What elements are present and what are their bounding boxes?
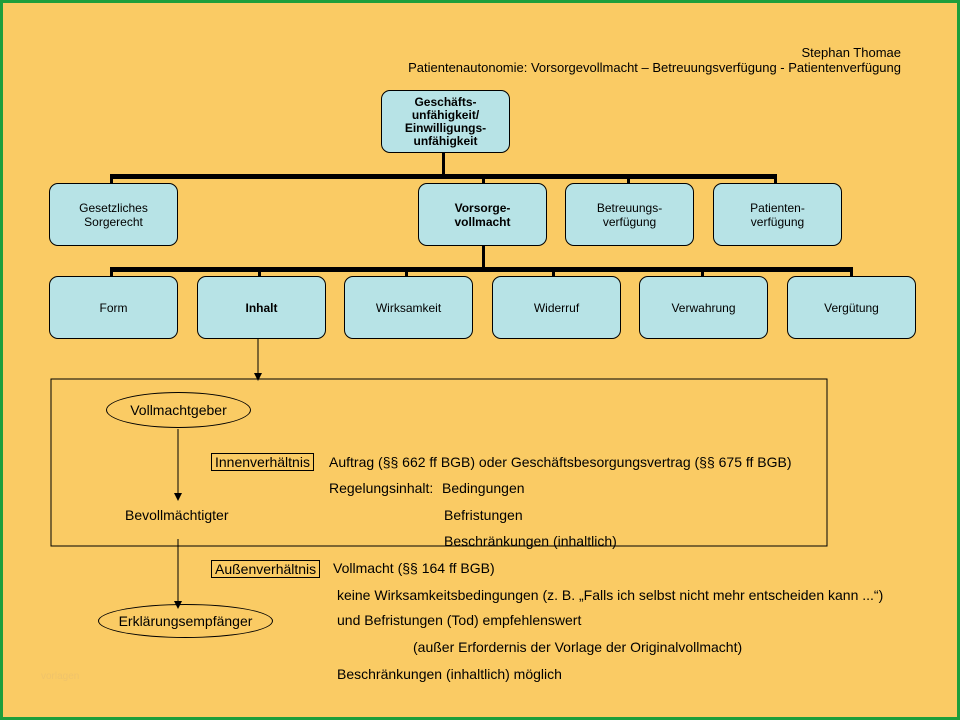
aussen-line-befristungen: und Befristungen (Tod) empfehlenswert bbox=[337, 612, 582, 628]
connector-verwahrung bbox=[701, 270, 704, 276]
slide-header: Stephan Thomae Patientenautonomie: Vorso… bbox=[408, 45, 901, 75]
watermark: vorlagen bbox=[41, 671, 80, 682]
connector-form bbox=[110, 270, 113, 276]
connector-vorsorge-down bbox=[482, 246, 485, 270]
node-wirksamkeit: Wirksamkeit bbox=[344, 276, 473, 339]
innen-item-befristungen: Befristungen bbox=[444, 507, 523, 523]
connector-inhalt bbox=[258, 270, 261, 276]
aussen-line-beschraenkungen: Beschränkungen (inhaltlich) möglich bbox=[337, 666, 562, 682]
connector-bar-level1 bbox=[110, 174, 777, 179]
connector-root bbox=[442, 149, 445, 177]
arrows-layer bbox=[50, 339, 828, 609]
innen-item-bedingungen: Bedingungen bbox=[442, 480, 525, 496]
node-inhalt: Inhalt bbox=[197, 276, 326, 339]
aussen-line-wirksamkeitsbedingungen: keine Wirksamkeitsbedingungen (z. B. „Fa… bbox=[337, 587, 884, 603]
node-verwahrung: Verwahrung bbox=[639, 276, 768, 339]
connector-widerruf bbox=[552, 270, 555, 276]
node-betreuungsverfuegung: Betreuungs-verfügung bbox=[565, 183, 694, 246]
party-erklaerungsempfaenger: Erklärungsempfänger bbox=[98, 604, 273, 638]
connector-sorgerecht bbox=[110, 177, 113, 183]
node-patientenverfuegung: Patienten-verfügung bbox=[713, 183, 842, 246]
party-vollmachtgeber: Vollmachtgeber bbox=[106, 392, 251, 428]
connector-vorsorge bbox=[482, 177, 485, 183]
connector-bar-level2 bbox=[110, 267, 853, 272]
node-geschaeftsunfaehigkeit: Geschäfts- unfähigkeit/ Einwilligungs- u… bbox=[381, 90, 510, 153]
node-verguetung: Vergütung bbox=[787, 276, 916, 339]
label-aussenverhaeltnis: Außenverhältnis bbox=[211, 560, 321, 578]
node-form: Form bbox=[49, 276, 178, 339]
innen-line-auftrag: Auftrag (§§ 662 ff BGB) oder Geschäftsbe… bbox=[329, 454, 792, 470]
label-innenverhaeltnis: Innenverhältnis bbox=[211, 453, 314, 471]
connector-verguetung bbox=[850, 270, 853, 276]
node-widerruf: Widerruf bbox=[492, 276, 621, 339]
party-bevollmaechtigter: Bevollmächtigter bbox=[125, 507, 229, 523]
connector-patient bbox=[774, 177, 777, 183]
connector-wirksamkeit bbox=[405, 270, 408, 276]
aussen-line-originalvollmacht: (außer Erfordernis der Vorlage der Origi… bbox=[413, 639, 743, 655]
innen-item-beschraenkungen: Beschränkungen (inhaltlich) bbox=[444, 533, 617, 549]
aussen-line-vollmacht: Vollmacht (§§ 164 ff BGB) bbox=[333, 560, 495, 576]
slide-subtitle: Patientenautonomie: Vorsorgevollmacht – … bbox=[408, 60, 901, 75]
node-vorsorgevollmacht: Vorsorge-vollmacht bbox=[418, 183, 547, 246]
detail-frame bbox=[50, 378, 828, 547]
author-name: Stephan Thomae bbox=[801, 45, 902, 60]
connector-betreuung bbox=[627, 177, 630, 183]
innen-regelungsinhalt: Regelungsinhalt: bbox=[329, 480, 434, 496]
